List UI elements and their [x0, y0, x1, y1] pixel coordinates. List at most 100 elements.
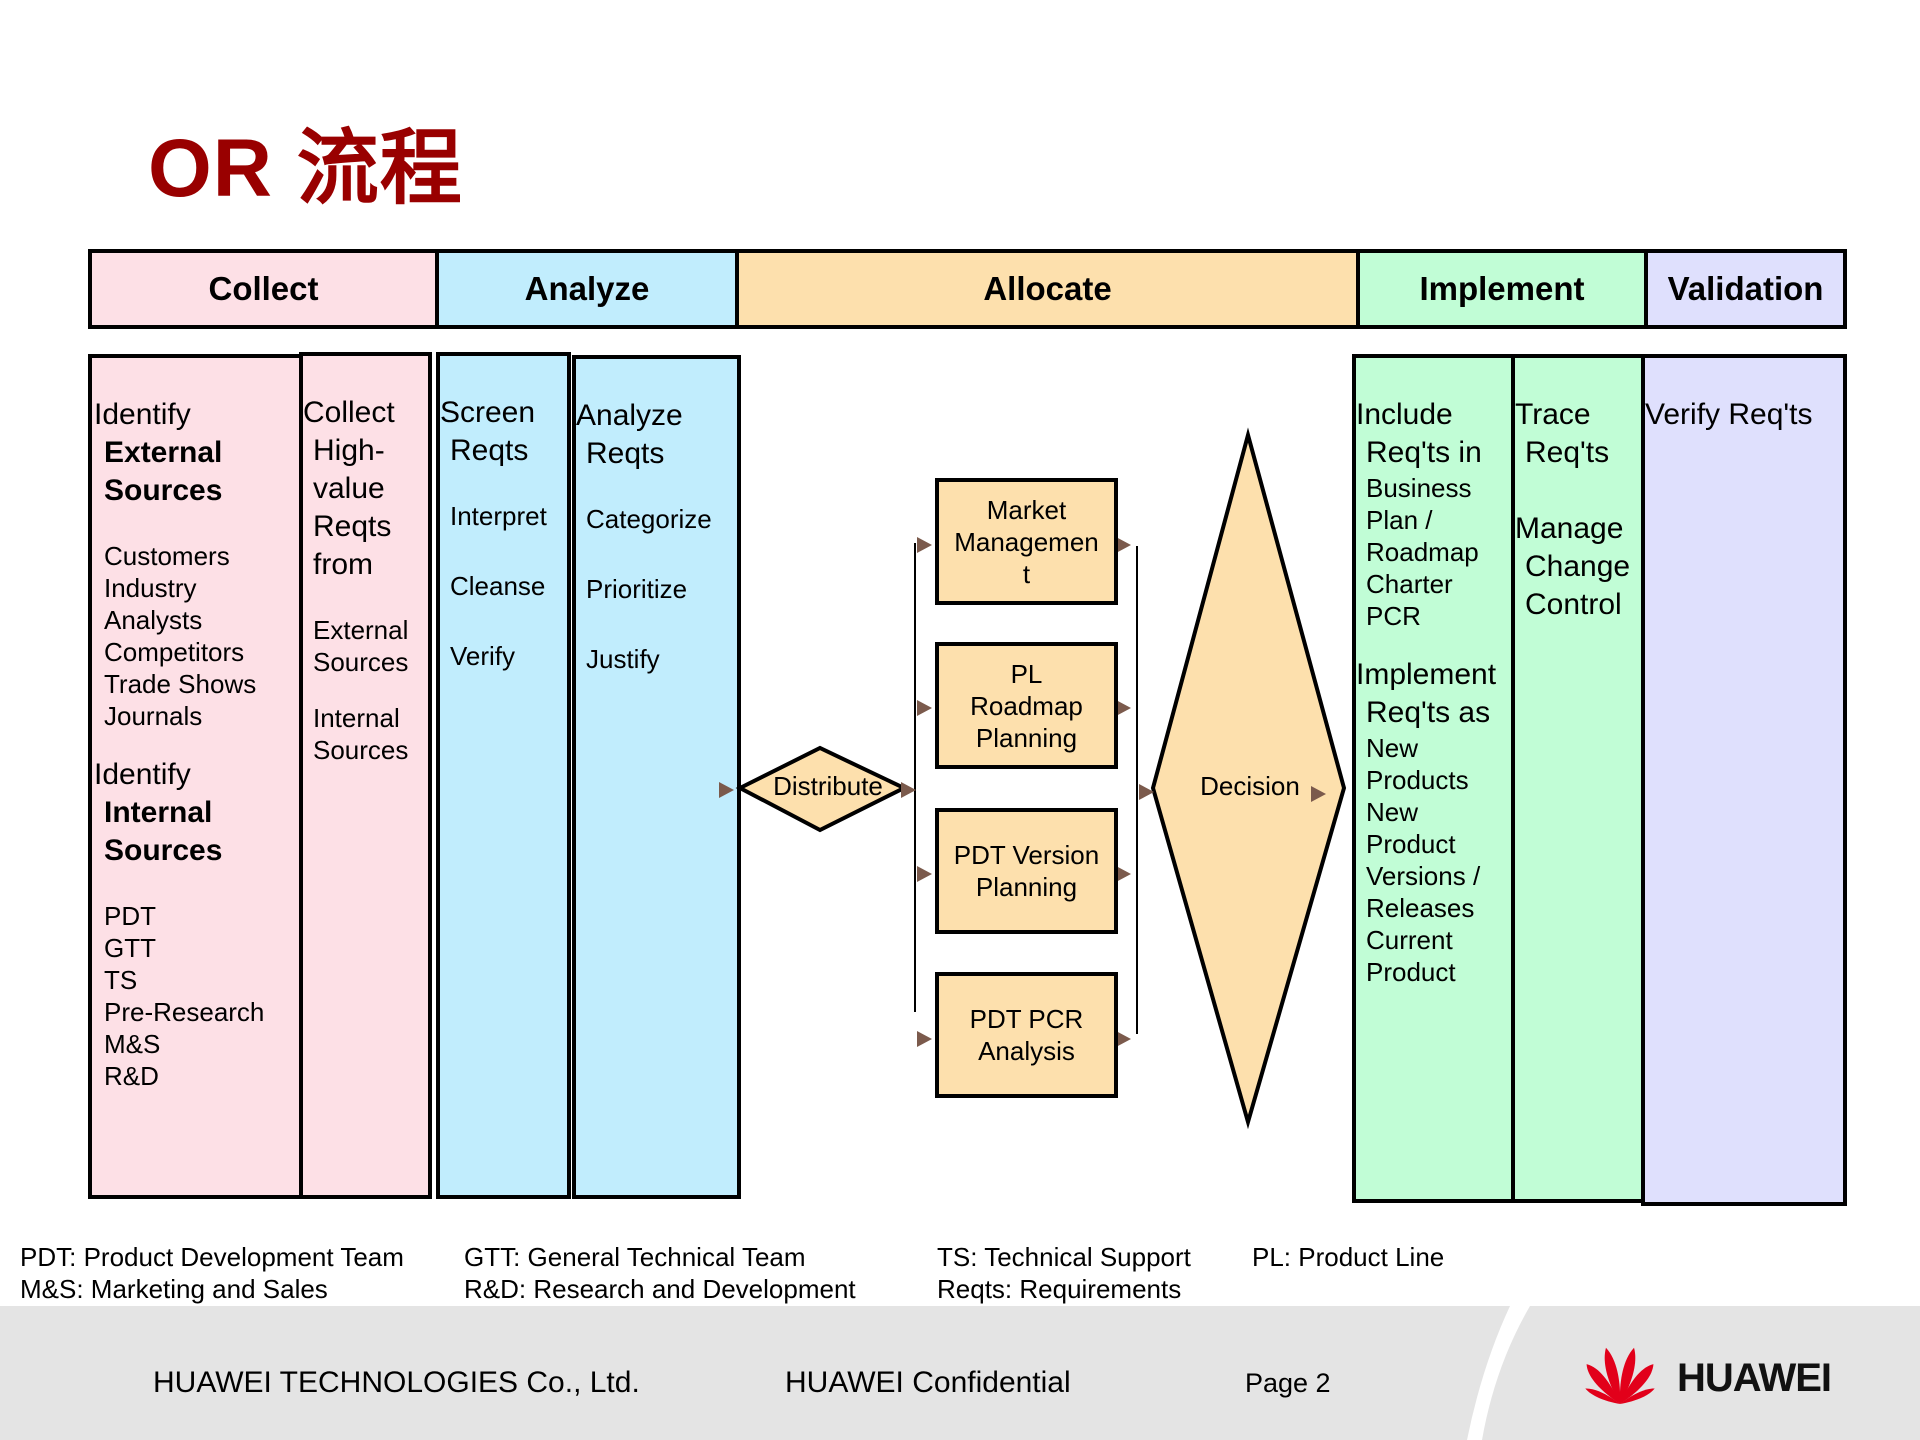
screen-item: Interpret	[450, 501, 547, 531]
box-line: Planning	[975, 872, 1078, 902]
high-value-item: Internal	[313, 703, 400, 733]
change-line: Change	[1525, 550, 1631, 583]
external-item: Competitors	[104, 637, 245, 667]
high-value-line: Collect	[303, 396, 395, 429]
implement-as-item: New	[1366, 733, 1419, 763]
implement-include-column: Include Req'ts in Business Plan / Roadma…	[1352, 354, 1515, 1203]
phase-header-validation: Validation	[1644, 249, 1847, 329]
analyze-screen-column: Screen Reqts Interpret Cleanse Verify	[436, 352, 571, 1199]
legend-entry: TS: Technical Support	[937, 1242, 1191, 1272]
huawei-logo: HUAWEI	[1575, 1342, 1855, 1412]
high-value-item: Sources	[313, 647, 409, 677]
phase-label: Analyze	[524, 270, 650, 307]
phase-header-allocate: Allocate	[735, 249, 1360, 329]
analyze-item: Justify	[586, 644, 660, 674]
external-heading-1: Identify	[94, 398, 191, 431]
change-line: Manage	[1515, 512, 1624, 545]
include-item: Plan /	[1366, 505, 1433, 535]
validation-column: Verify Req'ts	[1641, 354, 1847, 1206]
high-value-line: Reqts	[313, 510, 392, 543]
high-value-line: High-	[313, 434, 385, 467]
legend-group-4: PL: Product Line	[1252, 1241, 1444, 1273]
box-line: t	[1022, 558, 1031, 589]
legend-entry: Reqts: Requirements	[937, 1274, 1182, 1304]
slide-title: OR 流程	[148, 123, 463, 214]
phase-label: Allocate	[983, 270, 1112, 307]
internal-heading-3: Sources	[104, 834, 223, 867]
phase-header-collect: Collect	[88, 249, 439, 329]
box-line: Analysis	[978, 1036, 1075, 1066]
high-value-line: value	[313, 472, 385, 505]
internal-item: Pre-Research	[104, 997, 265, 1027]
internal-item: R&D	[104, 1061, 159, 1091]
box-line: Market	[986, 494, 1067, 525]
internal-item: PDT	[104, 901, 156, 931]
box-line: Managemen	[954, 526, 1099, 557]
analyze-line: Reqts	[586, 437, 665, 470]
implement-as-line: Implement	[1356, 658, 1497, 691]
legend-entry: R&D: Research and Development	[464, 1274, 856, 1304]
analyze-item: Prioritize	[586, 574, 688, 604]
include-line: Include	[1356, 398, 1453, 431]
distribute-label: Distribute	[773, 771, 883, 801]
internal-item: M&S	[104, 1029, 161, 1059]
legend-entry: GTT: General Technical Team	[464, 1242, 806, 1272]
implement-as-item: Releases	[1366, 893, 1475, 923]
internal-item: GTT	[104, 933, 156, 963]
allocate-box-pl-roadmap: PL Roadmap Planning	[935, 642, 1118, 769]
implement-as-item: Product	[1366, 829, 1456, 859]
huawei-petals-icon	[1585, 1347, 1655, 1404]
external-item: Industry	[104, 573, 197, 603]
include-item: Charter	[1366, 569, 1453, 599]
box-line: Roadmap	[970, 690, 1083, 721]
implement-as-line: Req'ts as	[1366, 696, 1491, 729]
phase-label: Validation	[1667, 270, 1824, 307]
decision-label: Decision	[1200, 771, 1300, 801]
internal-item: TS	[104, 965, 138, 995]
implement-as-item: Products	[1366, 765, 1469, 795]
high-value-item: Sources	[313, 735, 409, 765]
legend-entry: PDT: Product Development Team	[20, 1242, 404, 1272]
implement-as-item: Product	[1366, 957, 1456, 987]
phase-label: Implement	[1419, 270, 1585, 307]
include-item: Business	[1366, 473, 1472, 503]
legend-group-1: PDT: Product Development Team M&S: Marke…	[20, 1241, 404, 1305]
change-line: Control	[1525, 588, 1622, 621]
trace-line: Req'ts	[1525, 436, 1610, 469]
external-item: Trade Shows	[104, 669, 257, 699]
allocate-box-pdt-pcr: PDT PCR Analysis	[935, 972, 1118, 1098]
decision-diamond	[1150, 427, 1347, 1130]
legend-group-2: GTT: General Technical Team R&D: Researc…	[464, 1241, 856, 1305]
legend-group-3: TS: Technical Support Reqts: Requirement…	[937, 1241, 1191, 1305]
phase-header-implement: Implement	[1356, 249, 1648, 329]
allocate-box-pdt-version: PDT Version Planning	[935, 808, 1118, 934]
implement-trace-column: Trace Req'ts Manage Change Control	[1511, 354, 1645, 1203]
implement-as-item: Versions /	[1366, 861, 1481, 891]
external-heading-2: External	[104, 436, 223, 469]
implement-as-item: Current	[1366, 925, 1453, 955]
external-item: Customers	[104, 541, 230, 571]
footer-confidential: HUAWEI Confidential	[785, 1366, 1071, 1399]
screen-line: Reqts	[450, 434, 529, 467]
trace-line: Trace	[1515, 398, 1591, 431]
external-heading-3: Sources	[104, 474, 223, 507]
analyze-item: Categorize	[586, 504, 712, 534]
external-item: Analysts	[104, 605, 203, 635]
huawei-logo-text: HUAWEI	[1677, 1356, 1832, 1400]
include-line: Req'ts in	[1366, 436, 1482, 469]
internal-heading-1: Identify	[94, 758, 191, 791]
box-line: PL	[1010, 658, 1043, 689]
screen-item: Verify	[450, 641, 516, 671]
box-line: PDT Version	[953, 840, 1100, 870]
screen-line: Screen	[440, 396, 536, 429]
high-value-line: from	[313, 548, 373, 581]
internal-heading-2: Internal	[104, 796, 213, 829]
legend-entry: M&S: Marketing and Sales	[20, 1274, 328, 1304]
external-item: Journals	[104, 701, 203, 731]
legend-entry: PL: Product Line	[1252, 1242, 1445, 1272]
include-item: Roadmap	[1366, 537, 1479, 567]
collect-sources-column: Identify External Sources Customers Indu…	[88, 354, 303, 1199]
collect-high-value-column: Collect High- value Reqts from External …	[299, 352, 432, 1199]
analyze-line: Analyze	[576, 399, 683, 432]
